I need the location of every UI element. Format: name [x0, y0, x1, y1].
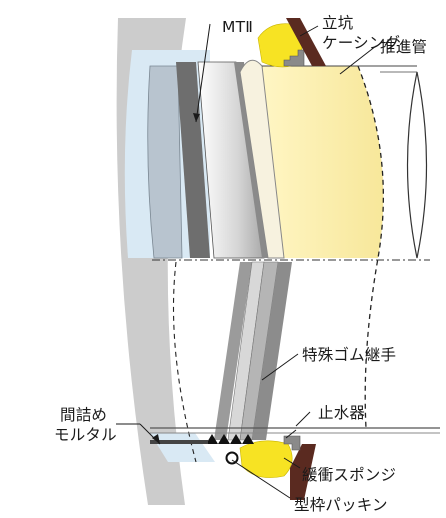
mt2-dark-strip [176, 62, 210, 258]
leader-lines [116, 23, 377, 499]
jacking-pipe-body [262, 66, 384, 258]
pipe-ellipse [406, 71, 428, 259]
bottom-water-stop [283, 435, 301, 451]
frame-packing-ring [225, 451, 239, 465]
special-rubber-white-strip [239, 59, 285, 259]
top-water-stop [283, 49, 305, 67]
label-shaft-casing-line1: 立坑 [322, 14, 353, 32]
label-frame-packing: 型枠パッキン [294, 496, 388, 514]
bottom-buffer-sponge [239, 440, 293, 478]
label-jacking-pipe: 推進管 [380, 38, 427, 56]
inner-dashed-arc [172, 261, 197, 463]
mt2-back-plate [147, 65, 183, 259]
label-buffer-sponge: 緩衝スポンジ [302, 466, 396, 484]
leader-arrowheads [152, 113, 200, 444]
label-special-rubber-joint: 特殊ゴム継手 [302, 345, 396, 364]
label-gap-mortar-line1: 間詰め [60, 406, 107, 424]
label-gap-mortar-line2: モルタル [54, 426, 117, 444]
rubber-joint-strip-4 [252, 262, 292, 440]
bottom-shaft-casing [290, 444, 316, 500]
label-mt2: MTⅡ [222, 18, 253, 36]
label-water-stop: 止水器 [318, 404, 365, 422]
label-shaft-casing-line2: ケーシング [322, 34, 400, 52]
rubber-joint-strip-1 [214, 262, 252, 440]
frame-packing-wedges [206, 434, 254, 444]
top-shaft-casing [286, 18, 326, 66]
gap-mortar-plate [150, 440, 208, 444]
